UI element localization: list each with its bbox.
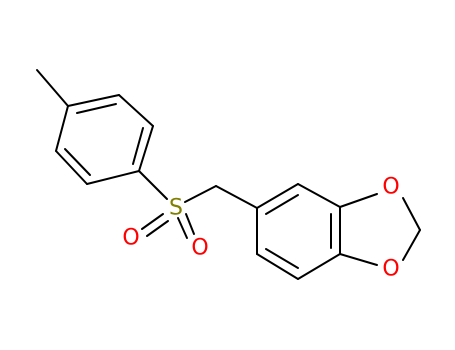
ring-double-bond [76, 103, 117, 114]
benzodioxole-ring [256, 183, 341, 280]
ring-bond [256, 253, 299, 280]
ring-bond [55, 105, 69, 152]
ring-bond [402, 197, 421, 231]
ring-bond [339, 193, 378, 208]
toluene-ring [55, 94, 154, 185]
dioxole-ring [339, 193, 421, 266]
methyl-bond [36, 69, 69, 107]
sulfonyl-double-bond [146, 220, 169, 237]
ring-double-bond [265, 248, 299, 269]
ring-bond [297, 253, 341, 280]
ring-bond [55, 150, 88, 185]
ring-bond [67, 94, 120, 107]
ring-bond [138, 125, 154, 172]
oxygen-atom-label: O [122, 226, 139, 251]
ring-bond [118, 94, 154, 127]
oxygen-atom-label: O [382, 175, 399, 200]
sulfur-atom-label: S [169, 196, 183, 221]
sulfonyl-double-bond [185, 213, 195, 235]
oxygen-atom-label: O [382, 257, 399, 282]
ring-bond [256, 183, 299, 209]
ring-bond [402, 229, 421, 261]
oxygen-atom-label: O [191, 236, 208, 261]
ring-double-bond [265, 194, 299, 215]
sulfonyl-double-bond [177, 217, 188, 239]
ring-double-bond [132, 127, 144, 165]
sulfonyl-double-bond [141, 213, 164, 230]
ring-bond [297, 183, 341, 208]
methylene-aryl-bond [215, 185, 258, 209]
aryl-sulfur-bond [138, 170, 168, 200]
sulfur-methylene-bond [184, 185, 217, 203]
ring-bond [339, 253, 378, 266]
ring-double-bond [64, 148, 91, 176]
ring-bond [86, 170, 140, 185]
